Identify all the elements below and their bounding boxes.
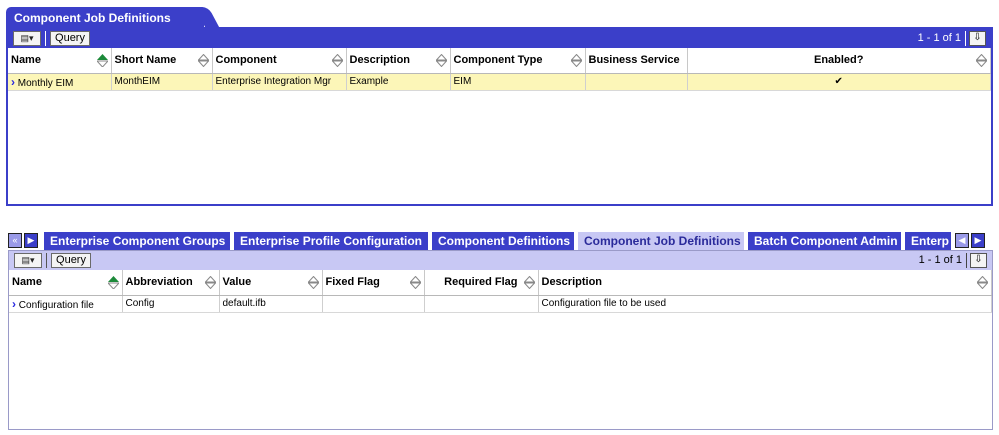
toolbar-divider [45,31,46,46]
column-header-enabled[interactable]: Enabled? [687,48,991,74]
sort-icon[interactable] [976,54,987,67]
tab-enterprise-truncated[interactable]: Enterp [905,232,953,250]
checkmark-icon: ✔ [834,76,843,87]
current-row-icon: › [12,296,16,311]
bottom-list: Name Abbreviation Value Fixed Flag Requi… [9,270,992,313]
menu-icon: ▤▾ [21,255,35,265]
column-header-description[interactable]: Description [538,270,992,296]
scroll-tabs-previous-button[interactable]: ◀ [955,233,969,248]
top-applet-frame: ▤▾ Query 1 - 1 of 1 ⇩ Name Short Name [6,27,993,206]
tab-batch-component-admin[interactable]: Batch Component Admin [748,232,903,250]
tab-component-job-definitions[interactable]: Component Job Definitions [578,232,746,250]
sort-icon[interactable] [435,54,447,67]
view-tab-strip: « ▶ Enterprise Component Groups Enterpri… [8,232,993,250]
scroll-tabs-first-button[interactable]: « [8,233,22,248]
sort-icon[interactable] [197,54,209,67]
bottom-toolbar: ▤▾ Query 1 - 1 of 1 ⇩ [9,251,992,270]
query-button[interactable]: Query [51,253,91,268]
toolbar-divider [46,253,47,268]
column-header-abbreviation[interactable]: Abbreviation [122,270,220,296]
tab-enterprise-component-groups[interactable]: Enterprise Component Groups [44,232,232,250]
scroll-tabs-last-button[interactable]: ▶ [971,233,985,248]
tab-enterprise-profile-configuration[interactable]: Enterprise Profile Configuration [234,232,430,250]
current-row-icon: › [11,74,15,89]
column-header-required-flag[interactable]: Required Flag [424,270,539,296]
bottom-applet: ▤▾ Query 1 - 1 of 1 ⇩ Name Abbreviation … [8,250,993,430]
sort-icon[interactable] [331,54,343,67]
cell-abbreviation[interactable]: Config [122,295,220,313]
chevron-right-icon: ▶ [974,235,982,245]
column-header-description[interactable]: Description [346,48,451,74]
cell-required-flag[interactable] [424,295,539,313]
expand-icon: ⇩ [973,32,982,43]
cell-component[interactable]: Enterprise Integration Mgr [212,73,347,91]
top-list: Name Short Name Component Description Co… [8,48,991,91]
cell-value[interactable]: default.ifb [219,295,323,313]
cell-component-type[interactable]: EIM [450,73,586,91]
expand-applet-button[interactable]: ⇩ [970,253,987,268]
chevron-left-icon: « [12,235,18,245]
sort-ascending-icon[interactable] [107,276,119,289]
chevron-right-icon: ▶ [27,235,35,245]
sort-icon[interactable] [977,276,988,289]
tab-component-definitions[interactable]: Component Definitions [432,232,576,250]
applet-menu-button[interactable]: ▤▾ [14,253,42,268]
column-header-short-name[interactable]: Short Name [111,48,213,74]
column-header-component[interactable]: Component [212,48,347,74]
cell-description[interactable]: Example [346,73,451,91]
applet-menu-button[interactable]: ▤▾ [13,31,41,46]
top-applet: Component Job Definitions ▤▾ Query 1 - 1… [6,7,993,206]
sort-icon[interactable] [523,276,535,289]
expand-icon: ⇩ [974,254,983,265]
scroll-tabs-next-button[interactable]: ▶ [24,233,38,248]
record-count: 1 - 1 of 1 [918,254,962,266]
cell-enabled[interactable]: ✔ [687,73,991,91]
sort-icon[interactable] [204,276,216,289]
column-header-name[interactable]: Name [9,270,123,296]
column-header-fixed-flag[interactable]: Fixed Flag [322,270,425,296]
applet-title: Component Job Definitions [6,7,204,28]
toolbar-divider [966,253,967,268]
column-header-component-type[interactable]: Component Type [450,48,586,74]
table-row[interactable]: › Configuration file Config default.ifb … [9,295,992,313]
column-header-business-service[interactable]: Business Service [585,48,688,74]
cell-name[interactable]: › Configuration file [9,295,123,313]
cell-description[interactable]: Configuration file to be used [538,295,992,313]
top-toolbar: ▤▾ Query 1 - 1 of 1 ⇩ [8,29,991,48]
toolbar-divider [965,31,966,46]
cell-business-service[interactable] [585,73,688,91]
sort-icon[interactable] [570,54,582,67]
menu-icon: ▤▾ [20,33,34,43]
chevron-left-icon: ◀ [958,235,966,245]
column-header-name[interactable]: Name [8,48,112,74]
sort-ascending-icon[interactable] [96,54,108,67]
table-row[interactable]: › Monthly EIM MonthEIM Enterprise Integr… [8,73,991,91]
record-count: 1 - 1 of 1 [917,32,961,44]
sort-icon[interactable] [307,276,319,289]
column-header-value[interactable]: Value [219,270,323,296]
cell-short-name[interactable]: MonthEIM [111,73,213,91]
cell-name[interactable]: › Monthly EIM [8,73,112,91]
query-button[interactable]: Query [50,31,90,46]
sort-icon[interactable] [409,276,421,289]
cell-fixed-flag[interactable] [322,295,425,313]
expand-applet-button[interactable]: ⇩ [969,31,986,46]
